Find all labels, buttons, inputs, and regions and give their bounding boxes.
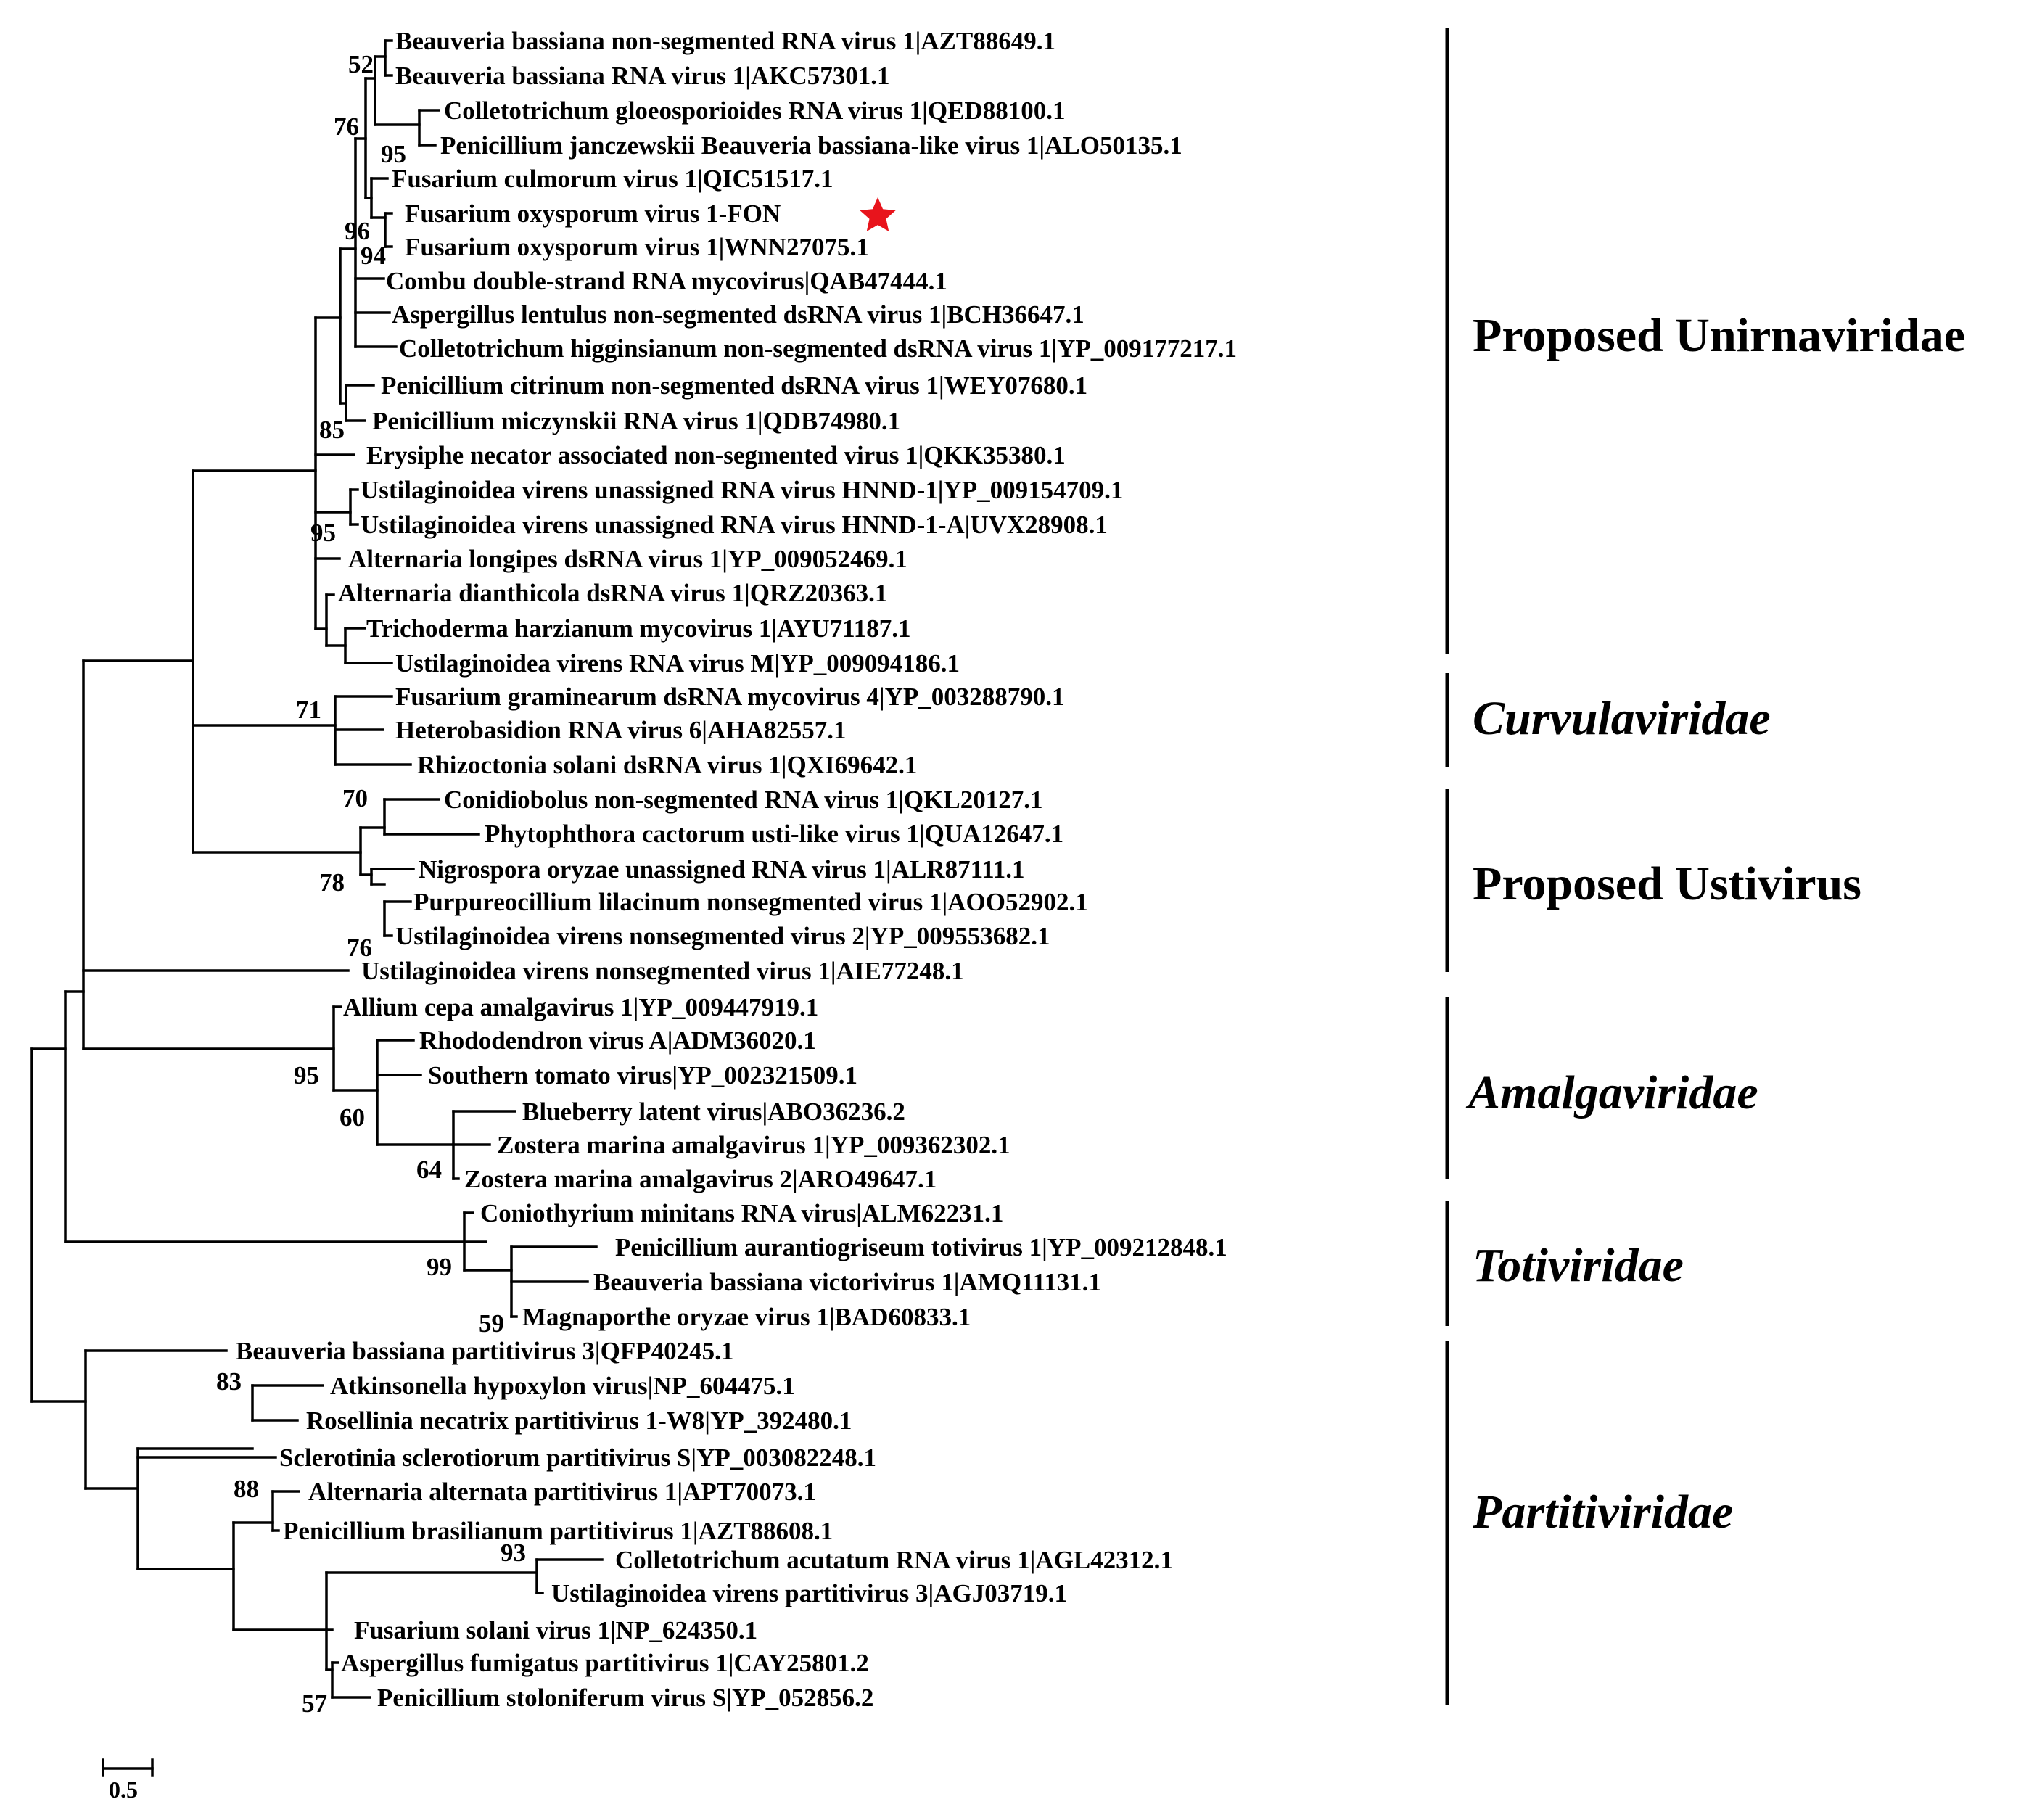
bootstrap-value: 71 — [296, 696, 321, 724]
leaf-label: Fusarium graminearum dsRNA mycovirus 4|Y… — [395, 683, 1065, 711]
leaf-label: Ustilaginoidea virens RNA virus M|YP_009… — [395, 649, 960, 678]
leaf-label: Penicillium janczewskii Beauveria bassia… — [440, 131, 1182, 160]
bootstrap-value: 52 — [348, 50, 374, 78]
bootstrap-value: 59 — [479, 1309, 504, 1338]
leaf-label: Blueberry latent virus|ABO36236.2 — [522, 1098, 905, 1126]
clade-label: Curvulaviridae — [1473, 692, 1771, 745]
bootstrap-value: 85 — [319, 416, 345, 444]
leaf-label: Trichoderma harzianum mycovirus 1|AYU711… — [366, 614, 910, 643]
bootstrap-values: 52 76 95 96 94 85 95 71 70 78 76 95 60 6… — [216, 50, 526, 1718]
leaf-label: Zostera marina amalgavirus 1|YP_00936230… — [497, 1131, 1010, 1159]
bootstrap-value: 94 — [361, 242, 386, 270]
leaf-label: Atkinsonella hypoxylon virus|NP_604475.1 — [330, 1372, 795, 1400]
bootstrap-value: 60 — [339, 1103, 365, 1132]
scale-bar: 0.5 — [102, 1758, 154, 1803]
leaf-label: Penicillium citrinum non-segmented dsRNA… — [381, 371, 1087, 400]
leaf-label: Phytophthora cactorum usti-like virus 1|… — [485, 820, 1063, 848]
leaf-label: Ustilaginoidea virens nonsegmented virus… — [395, 922, 1050, 950]
leaf-label: Aspergillus lentulus non-segmented dsRNA… — [392, 300, 1084, 329]
bootstrap-value: 93 — [501, 1539, 526, 1567]
leaf-label: Rhododendron virus A|ADM36020.1 — [419, 1026, 816, 1055]
bootstrap-value: 83 — [216, 1367, 242, 1396]
leaf-label: Nigrospora oryzae unassigned RNA virus 1… — [419, 855, 1024, 884]
leaf-label: Zostera marina amalgavirus 2|ARO49647.1 — [464, 1165, 937, 1193]
leaf-label: Sclerotinia sclerotiorum partitivirus S|… — [279, 1444, 876, 1472]
leaf-label: Conidiobolus non-segmented RNA virus 1|Q… — [444, 786, 1042, 814]
leaf-label: Heterobasidion RNA virus 6|AHA82557.1 — [395, 716, 847, 744]
leaf-label: Fusarium oxysporum virus 1-FON — [405, 199, 781, 228]
leaf-labels: Beauveria bassiana non-segmented RNA vir… — [236, 27, 1237, 1712]
leaf-label: Ustilaginoidea virens partitivirus 3|AGJ… — [551, 1579, 1067, 1607]
leaf-label: Fusarium culmorum virus 1|QIC51517.1 — [392, 165, 833, 193]
bootstrap-value: 78 — [319, 868, 345, 897]
leaf-label: Beauveria bassiana victorivirus 1|AMQ111… — [593, 1268, 1101, 1296]
bootstrap-value: 96 — [345, 217, 370, 245]
leaf-label: Colletotrichum gloeosporioides RNA virus… — [444, 96, 1065, 125]
leaf-label: Purpureocillium lilacinum nonsegmented v… — [413, 888, 1088, 916]
clade-labels: Proposed Unirnaviridae Curvulaviridae Pr… — [1465, 309, 1965, 1539]
bootstrap-value: 88 — [234, 1475, 259, 1503]
bootstrap-value: 95 — [294, 1061, 319, 1090]
leaf-label: Penicillium aurantiogriseum totivirus 1|… — [615, 1233, 1227, 1261]
clade-label: Amalgaviridae — [1465, 1066, 1758, 1119]
leaf-label: Erysiphe necator associated non-segmente… — [366, 441, 1066, 469]
leaf-label: Rhizoctonia solani dsRNA virus 1|QXI6964… — [417, 751, 917, 779]
clade-label: Proposed Unirnaviridae — [1473, 309, 1965, 362]
bootstrap-value: 57 — [302, 1689, 327, 1718]
bootstrap-value: 99 — [427, 1253, 452, 1281]
leaf-label: Coniothyrium minitans RNA virus|ALM62231… — [480, 1199, 1003, 1227]
tree-branches — [30, 39, 604, 1699]
leaf-label: Southern tomato virus|YP_002321509.1 — [428, 1061, 857, 1090]
leaf-label: Fusarium oxysporum virus 1|WNN27075.1 — [405, 233, 869, 261]
leaf-label: Allium cepa amalgavirus 1|YP_009447919.1 — [343, 993, 818, 1021]
bootstrap-value: 76 — [334, 112, 359, 141]
leaf-label: Beauveria bassiana partitivirus 3|QFP402… — [236, 1337, 733, 1365]
clade-label: Partitiviridae — [1472, 1486, 1733, 1539]
leaf-label: Alternaria longipes dsRNA virus 1|YP_009… — [348, 545, 907, 573]
bootstrap-value: 95 — [381, 140, 406, 168]
bootstrap-value: 76 — [347, 934, 372, 962]
leaf-label: Ustilaginoidea virens nonsegmented virus… — [361, 957, 964, 985]
bootstrap-value: 64 — [416, 1156, 442, 1184]
bootstrap-value: 95 — [310, 519, 336, 547]
leaf-label: Beauveria bassiana RNA virus 1|AKC57301.… — [395, 62, 890, 90]
star-icon — [860, 197, 896, 231]
clade-label: Proposed Ustivirus — [1473, 857, 1861, 910]
leaf-label: Penicillium stoloniferum virus S|YP_0528… — [377, 1684, 873, 1712]
bootstrap-value: 70 — [342, 784, 368, 812]
leaf-label: Alternaria alternata partitivirus 1|APT7… — [308, 1478, 816, 1506]
leaf-label: Aspergillus fumigatus partitivirus 1|CAY… — [341, 1649, 869, 1677]
leaf-label: Colletotrichum acutatum RNA virus 1|AGL4… — [615, 1546, 1173, 1574]
scale-bar-label: 0.5 — [109, 1776, 138, 1803]
leaf-label: Fusarium solani virus 1|NP_624350.1 — [354, 1616, 757, 1644]
leaf-label: Penicillium brasilianum partitivirus 1|A… — [283, 1517, 833, 1545]
leaf-label: Magnaporthe oryzae virus 1|BAD60833.1 — [522, 1303, 971, 1331]
clade-label: Totiviridae — [1473, 1239, 1684, 1292]
leaf-label: Alternaria dianthicola dsRNA virus 1|QRZ… — [338, 579, 887, 607]
leaf-label: Colletotrichum higginsianum non-segmente… — [399, 334, 1237, 363]
leaf-label: Ustilaginoidea virens unassigned RNA vir… — [361, 476, 1123, 504]
leaf-label: Beauveria bassiana non-segmented RNA vir… — [395, 27, 1055, 55]
leaf-label: Penicillium miczynskii RNA virus 1|QDB74… — [372, 407, 900, 435]
leaf-label: Ustilaginoidea virens unassigned RNA vir… — [361, 511, 1108, 539]
leaf-label: Combu double-strand RNA mycovirus|QAB474… — [386, 267, 947, 295]
leaf-label: Rosellinia necatrix partitivirus 1-W8|YP… — [306, 1407, 852, 1435]
